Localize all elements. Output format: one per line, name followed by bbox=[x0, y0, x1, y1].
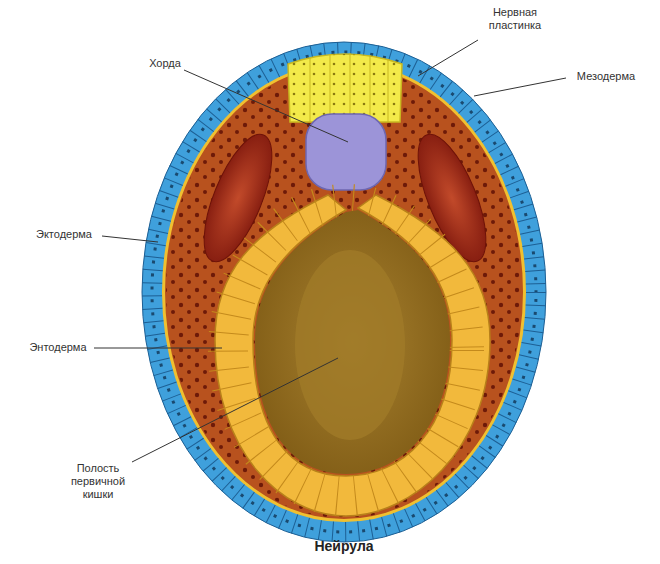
label-neural-plate: Нервная пластинка bbox=[470, 6, 560, 32]
label-gut-cavity: Полость первичной кишки bbox=[60, 462, 136, 501]
label-notochord: Хорда bbox=[140, 57, 190, 70]
label-mesoderm: Мезодерма bbox=[566, 70, 646, 83]
diagram-caption: Нейрула bbox=[244, 538, 444, 554]
label-ectoderm: Эктодерма bbox=[26, 228, 102, 241]
label-endoderm: Энтодерма bbox=[22, 341, 94, 354]
